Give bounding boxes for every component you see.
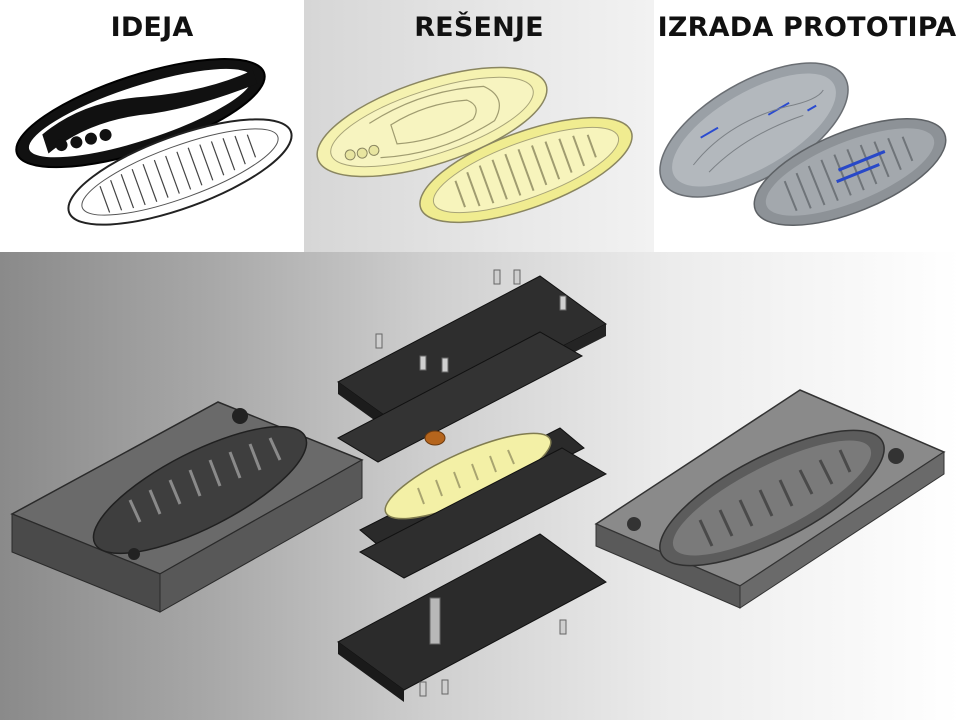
sketch-sole-bottom [67,118,293,226]
panel-title-idea: IDEJA [110,12,194,43]
prototype-sole-bottom [753,118,947,226]
panel-prototype: IZRADA PROTOTIPA [654,0,960,252]
mold-assembly-image [10,269,946,702]
solution-sole-bottom [419,116,633,224]
prototype-sole-top [659,62,849,198]
left-mold-half [10,401,364,613]
panel-title-solution: REŠENJE [414,12,544,43]
panel-solution: REŠENJE [304,0,654,252]
solution-sole-top [316,66,548,178]
sketch-image [15,58,293,226]
prototype-image [659,62,947,226]
panel-title-prototype: IZRADA PROTOTIPA [657,12,957,43]
solution-image [316,66,633,224]
mold-stack [336,269,608,702]
right-mold-half [594,389,946,609]
panel-idea: IDEJA [0,0,304,252]
mold-assembly-panel [0,252,960,720]
